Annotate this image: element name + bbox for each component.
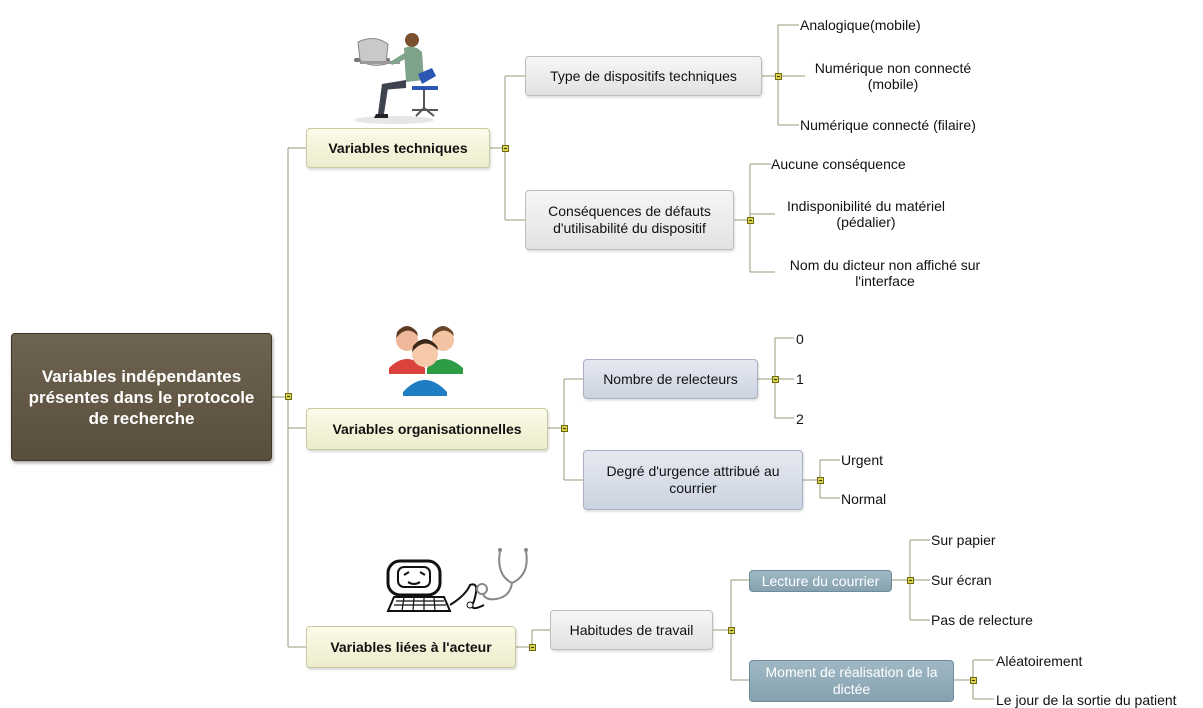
computer-stethoscope-icon — [386, 548, 528, 612]
topic-moment-realisation[interactable]: Moment de réalisation de la dictée — [749, 660, 954, 702]
leaf-nom-dicteur[interactable]: Nom du dicteur non affiché sur l'interfa… — [789, 257, 981, 289]
leaf-indisponibilite-materiel[interactable]: Indisponibilité du matériel (pédalier) — [787, 198, 945, 230]
topic-habitudes-travail[interactable]: Habitudes de travail — [550, 610, 713, 650]
branch-variables-acteur[interactable]: Variables liées à l'acteur — [306, 626, 516, 668]
collapse-toggle-acteur[interactable] — [529, 644, 536, 651]
collapse-toggle-techniques[interactable] — [502, 145, 509, 152]
topic-nombre-relecteurs[interactable]: Nombre de relecteurs — [583, 359, 758, 399]
leaf-aleatoirement[interactable]: Aléatoirement — [996, 653, 1083, 669]
leaf-relecteurs-1[interactable]: 1 — [796, 371, 804, 387]
collapse-toggle-organisationnelles[interactable] — [561, 425, 568, 432]
collapse-toggle-habitudes[interactable] — [728, 627, 735, 634]
leaf-analogique[interactable]: Analogique(mobile) — [800, 17, 921, 33]
leaf-relecteurs-0[interactable]: 0 — [796, 331, 804, 347]
leaf-pas-de-relecture[interactable]: Pas de relecture — [931, 612, 1033, 628]
topic-consequences-defauts[interactable]: Conséquences de défauts d'utilisabilité … — [525, 190, 734, 250]
leaf-numerique-connecte[interactable]: Numérique connecté (filaire) — [800, 117, 976, 133]
leaf-jour-sortie-patient[interactable]: Le jour de la sortie du patient — [996, 692, 1177, 708]
leaf-numerique-non-connecte[interactable]: Numérique non connecté (mobile) — [814, 60, 972, 92]
leaf-relecteurs-2[interactable]: 2 — [796, 411, 804, 427]
collapse-toggle-degre-urgence[interactable] — [817, 477, 824, 484]
branch-variables-organisationnelles[interactable]: Variables organisationnelles — [306, 408, 548, 450]
topic-degre-urgence[interactable]: Degré d'urgence attribué au courrier — [583, 450, 803, 510]
collapse-toggle-moment[interactable] — [970, 677, 977, 684]
people-group-icon — [389, 326, 463, 396]
topic-type-dispositifs[interactable]: Type de dispositifs techniques — [525, 56, 762, 96]
root-topic[interactable]: Variables indépendantes présentes dans l… — [11, 333, 272, 461]
collapse-toggle-nombre-relecteurs[interactable] — [772, 376, 779, 383]
collapse-toggle-consequences[interactable] — [747, 217, 754, 224]
computer-user-icon — [354, 33, 438, 124]
branch-variables-techniques[interactable]: Variables techniques — [306, 128, 490, 168]
collapse-toggle-lecture[interactable] — [907, 577, 914, 584]
topic-lecture-courrier[interactable]: Lecture du courrier — [749, 570, 892, 592]
leaf-aucune-consequence[interactable]: Aucune conséquence — [771, 156, 906, 172]
leaf-urgent[interactable]: Urgent — [841, 452, 884, 468]
collapse-toggle-root[interactable] — [285, 393, 292, 400]
leaf-normal[interactable]: Normal — [841, 491, 887, 507]
leaf-sur-papier[interactable]: Sur papier — [931, 532, 996, 548]
collapse-toggle-type-dispositifs[interactable] — [775, 73, 782, 80]
leaf-sur-ecran[interactable]: Sur écran — [931, 572, 992, 588]
